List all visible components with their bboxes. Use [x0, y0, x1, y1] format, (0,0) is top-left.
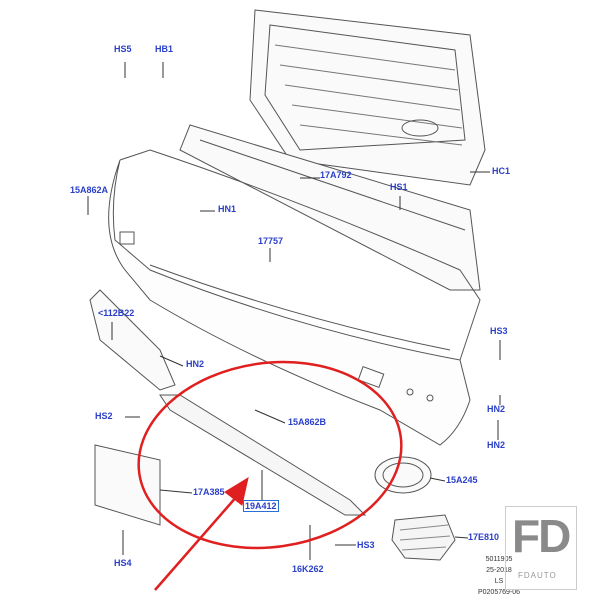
beam-drawing — [179, 124, 481, 291]
callout-17e810: 17E810 — [468, 532, 500, 542]
license-plate-drawing — [94, 444, 161, 526]
callout-hs2: HS2 — [95, 411, 113, 421]
callout-15a862a: 15A862A — [70, 185, 109, 195]
bumper-cover-drawing — [108, 149, 481, 446]
footer-date: 25-2018 — [486, 567, 512, 574]
callout-hn2: HN2 — [487, 440, 506, 450]
callout-19a412-highlighted: 19A412 — [243, 500, 279, 512]
callout-15a245: 15A245 — [446, 475, 478, 485]
lower-trim-drawing — [89, 289, 176, 391]
highlight-circle — [137, 360, 403, 550]
callout-hb1: HB1 — [155, 44, 174, 54]
callout-hs3: HS3 — [490, 326, 508, 336]
callout-15a862b: 15A862B — [288, 417, 327, 427]
callout-hs3: HS3 — [357, 540, 375, 550]
fdauto-watermark-logo: FD FDAUTO — [505, 506, 577, 590]
callout-16k262: 16K262 — [292, 564, 324, 574]
footer-illustration-id: P0205769-06 — [477, 589, 521, 596]
callout-hs4: HS4 — [114, 558, 132, 568]
callout-hn2: HN2 — [487, 404, 506, 414]
callout-hc1: HC1 — [492, 166, 511, 176]
logo-mark: FD — [512, 510, 571, 562]
footer-model: LS — [494, 578, 504, 585]
callout-hn1: HN1 — [218, 204, 237, 214]
callout-hs1: HS1 — [390, 182, 408, 192]
callout-17a385: 17A385 — [193, 487, 225, 497]
highlight-arrow — [154, 494, 239, 591]
callout-hn2: HN2 — [186, 359, 205, 369]
grille-drawing — [249, 9, 486, 186]
footer-code: 5011905 — [485, 556, 513, 563]
callout-hs5: HS5 — [114, 44, 132, 54]
logo-text: FDAUTO — [518, 571, 557, 580]
tow-cover-drawing — [391, 514, 456, 561]
callout-112b22: <112B22 — [98, 308, 135, 318]
callout-17757: 17757 — [258, 236, 284, 246]
callout-17a792: 17A792 — [320, 170, 352, 180]
